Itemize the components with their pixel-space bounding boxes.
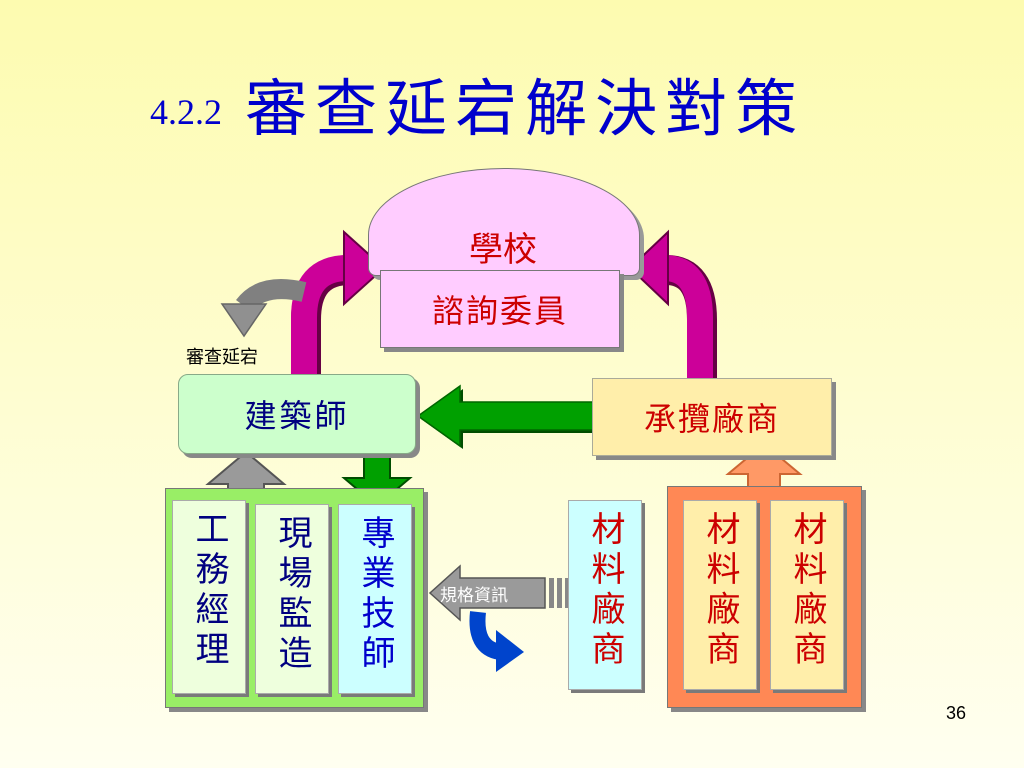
school-cloud — [368, 168, 640, 276]
page-number: 36 — [945, 703, 966, 723]
team-member-label: 現場監造 — [272, 515, 312, 675]
team-member-label: 工務經理 — [189, 511, 229, 671]
architect-label: 建築師 — [244, 397, 350, 435]
contractor-label: 承攬廠商 — [643, 400, 780, 438]
team-member-site-supervisor: 現場監造 — [255, 504, 329, 694]
architect-to-school-arrow — [291, 229, 386, 380]
vendor-label: 材料廠商 — [700, 511, 740, 671]
vendor-label: 材料廠商 — [585, 511, 625, 671]
committee-box: 諮詢委員 — [380, 270, 620, 348]
review-delay-arrow — [220, 279, 307, 338]
spec-info-label: 規格資訊 — [440, 586, 508, 606]
title-number: 4.2.2 — [150, 92, 222, 132]
contractor-vendor-1: 材料廠商 — [683, 500, 757, 690]
contractor-box: 承攬廠商 — [592, 378, 832, 456]
school-label: 學校 — [469, 230, 537, 270]
team-member-engineer: 專業技師 — [338, 504, 412, 694]
spec-info-arrow — [428, 564, 568, 622]
contractor-to-school-arrow — [628, 229, 717, 380]
committee-label: 諮詢委員 — [431, 292, 568, 330]
architect-box: 建築師 — [178, 374, 416, 454]
slide-title: 4.2.2 審查延宕解決對策 — [150, 58, 805, 148]
blue-curved-arrow — [469, 611, 524, 672]
contractor-to-architect-arrow — [416, 384, 598, 449]
title-text: 審查延宕解決對策 — [245, 72, 806, 145]
vendor-label: 材料廠商 — [787, 511, 827, 671]
team-member-project-manager: 工務經理 — [172, 500, 246, 694]
team-member-label: 專業技師 — [355, 515, 395, 675]
review-delay-label: 審查延宕 — [186, 347, 258, 368]
contractor-vendor-2: 材料廠商 — [770, 500, 844, 690]
material-vendor-standalone: 材料廠商 — [568, 500, 642, 690]
